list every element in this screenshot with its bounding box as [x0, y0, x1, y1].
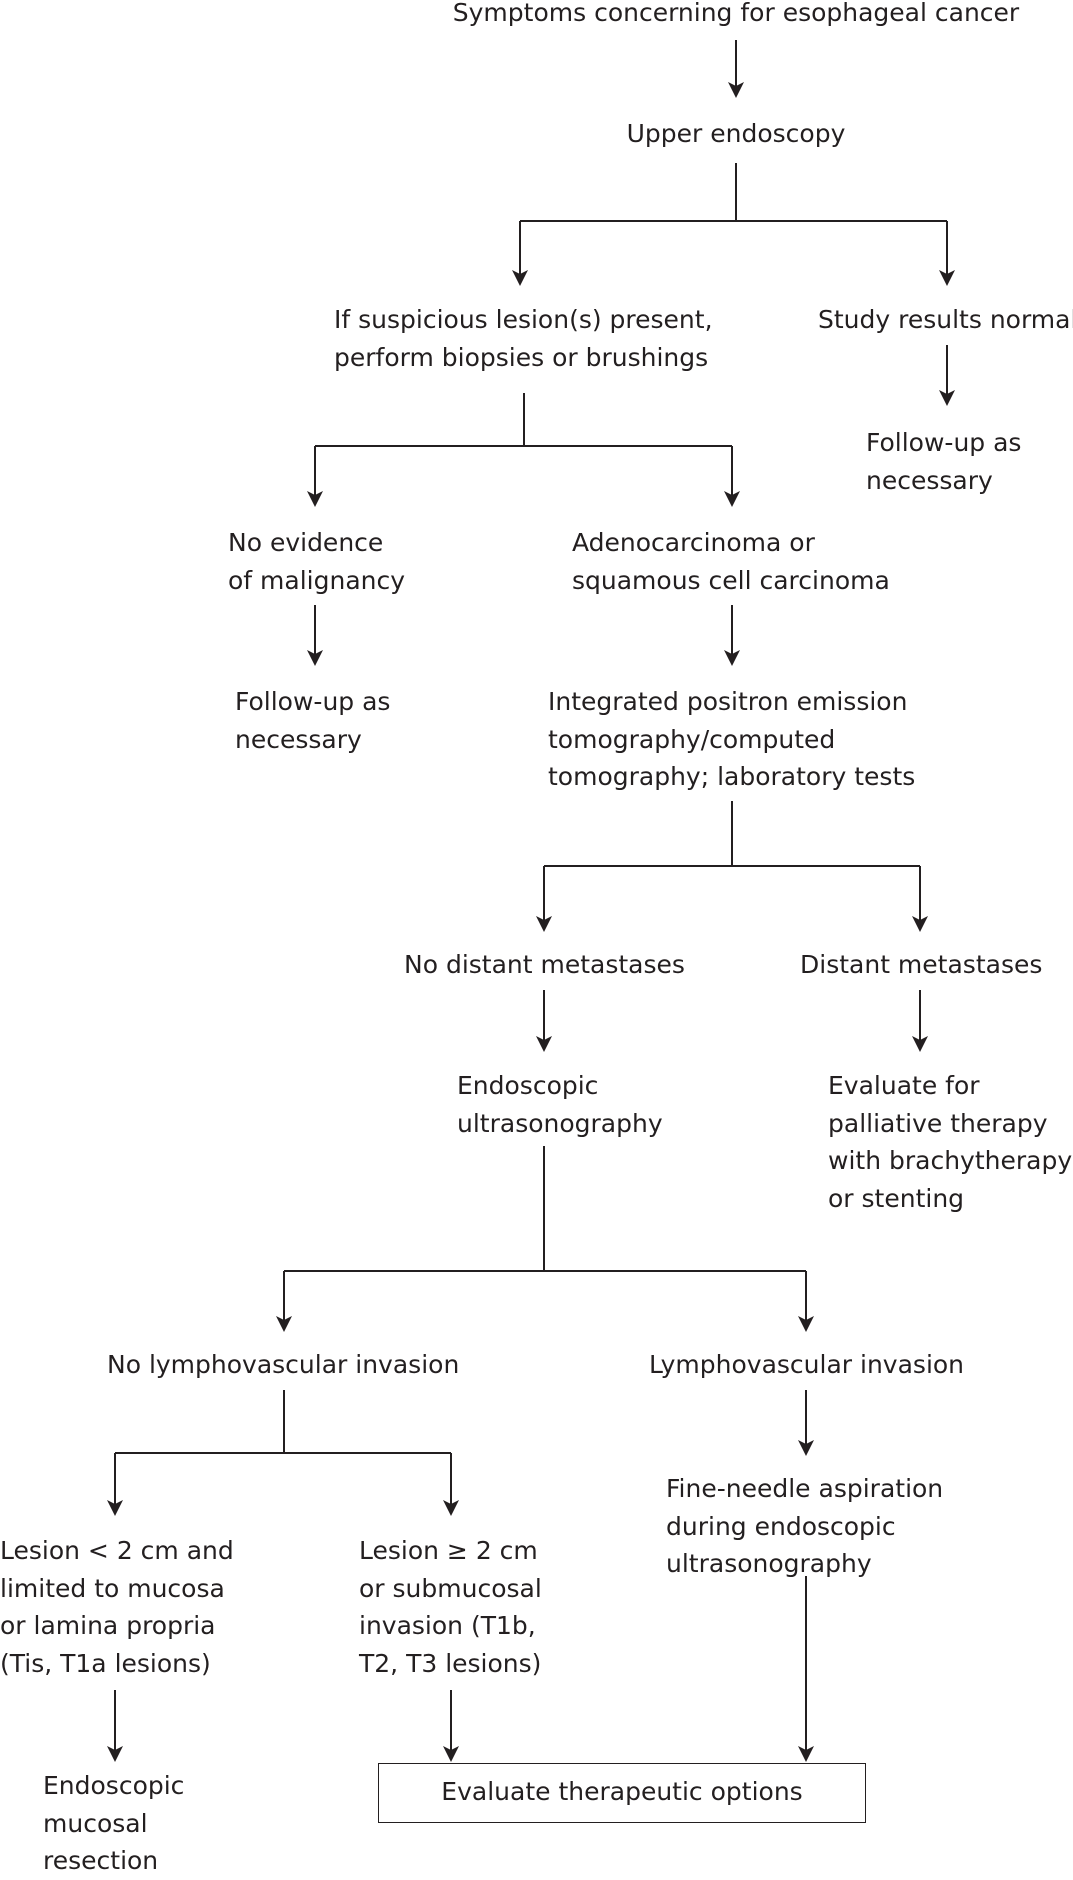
- node-line: resection: [43, 1846, 159, 1875]
- node-line: of malignancy: [228, 565, 406, 595]
- node-line: Lesion ≥ 2 cm: [359, 1536, 538, 1565]
- node-evaluate-therapeutic-options: Evaluate therapeutic options: [378, 1763, 866, 1823]
- node-line: or stenting: [828, 1183, 965, 1213]
- node-line: tomography; laboratory tests: [548, 762, 916, 791]
- node-no-lymphovascular-invasion: No lymphovascular invasion: [107, 1346, 459, 1384]
- node-line: Follow-up as: [866, 428, 1022, 457]
- node-line: T2, T3 lesions): [359, 1648, 542, 1678]
- node-line: No distant metastases: [404, 950, 685, 979]
- node-line: Symptoms concerning for esophageal cance…: [452, 0, 1020, 27]
- node-no-malignancy: No evidence of malignancy: [228, 524, 405, 599]
- node-line: Evaluate for: [828, 1071, 980, 1100]
- node-followup-normal: Follow-up as necessary: [866, 424, 1021, 499]
- node-line: No evidence: [228, 528, 384, 557]
- node-line: invasion (T1b,: [359, 1611, 536, 1640]
- node-palliative-therapy: Evaluate for palliative therapy with bra…: [828, 1067, 1072, 1217]
- node-large-lesion: Lesion ≥ 2 cm or submucosal invasion (T1…: [359, 1532, 542, 1682]
- node-line: Endoscopic: [43, 1771, 185, 1800]
- node-line: Fine-needle aspiration: [666, 1474, 944, 1503]
- node-line: Distant metastases: [800, 950, 1043, 979]
- node-line: Evaluate therapeutic options: [441, 1777, 803, 1806]
- node-line: or submucosal: [359, 1573, 542, 1603]
- node-endoscopic-mucosal-resection: Endoscopic mucosal resection: [43, 1767, 184, 1880]
- node-study-normal: Study results normal: [818, 301, 1073, 339]
- node-line: ultrasonography: [457, 1108, 663, 1138]
- node-fine-needle-aspiration: Fine-needle aspiration during endoscopic…: [666, 1470, 943, 1583]
- node-no-distant-metastases: No distant metastases: [404, 946, 685, 984]
- node-line: Lesion < 2 cm and: [0, 1536, 234, 1565]
- node-line: necessary: [235, 724, 362, 754]
- node-line: (Tis, T1a lesions): [0, 1648, 211, 1678]
- node-line: tomography/computed: [548, 724, 836, 754]
- node-line: Integrated positron emission: [548, 687, 908, 716]
- node-line: If suspicious lesion(s) present,: [334, 305, 713, 334]
- node-endoscopic-ultrasonography: Endoscopic ultrasonography: [457, 1067, 663, 1142]
- node-symptoms: Symptoms concerning for esophageal cance…: [436, 0, 1036, 32]
- node-line: squamous cell carcinoma: [572, 565, 890, 595]
- node-distant-metastases: Distant metastases: [800, 946, 1042, 984]
- node-small-lesion: Lesion < 2 cm and limited to mucosa or l…: [0, 1532, 234, 1682]
- node-line: palliative therapy: [828, 1108, 1048, 1138]
- node-line: Adenocarcinoma or: [572, 528, 815, 557]
- node-followup-no-malignancy: Follow-up as necessary: [235, 683, 390, 758]
- node-line: necessary: [866, 465, 993, 495]
- node-line: Lymphovascular invasion: [649, 1350, 965, 1379]
- node-line: Study results normal: [818, 305, 1073, 334]
- node-lymphovascular-invasion: Lymphovascular invasion: [649, 1346, 964, 1384]
- node-line: or lamina propria: [0, 1611, 216, 1640]
- node-line: during endoscopic: [666, 1511, 896, 1541]
- node-line: mucosal: [43, 1808, 148, 1838]
- node-line: perform biopsies or brushings: [334, 342, 709, 372]
- node-line: Endoscopic: [457, 1071, 599, 1100]
- node-line: Upper endoscopy: [626, 119, 846, 148]
- node-upper-endoscopy: Upper endoscopy: [586, 115, 886, 153]
- node-carcinoma: Adenocarcinoma or squamous cell carcinom…: [572, 524, 890, 599]
- node-suspicious-lesion: If suspicious lesion(s) present, perform…: [334, 301, 713, 376]
- node-line: Follow-up as: [235, 687, 391, 716]
- node-line: limited to mucosa: [0, 1573, 225, 1603]
- node-line: with brachytherapy: [828, 1146, 1073, 1175]
- node-pet-ct: Integrated positron emission tomography/…: [548, 683, 915, 796]
- node-line: No lymphovascular invasion: [107, 1350, 460, 1379]
- node-line: ultrasonography: [666, 1549, 872, 1578]
